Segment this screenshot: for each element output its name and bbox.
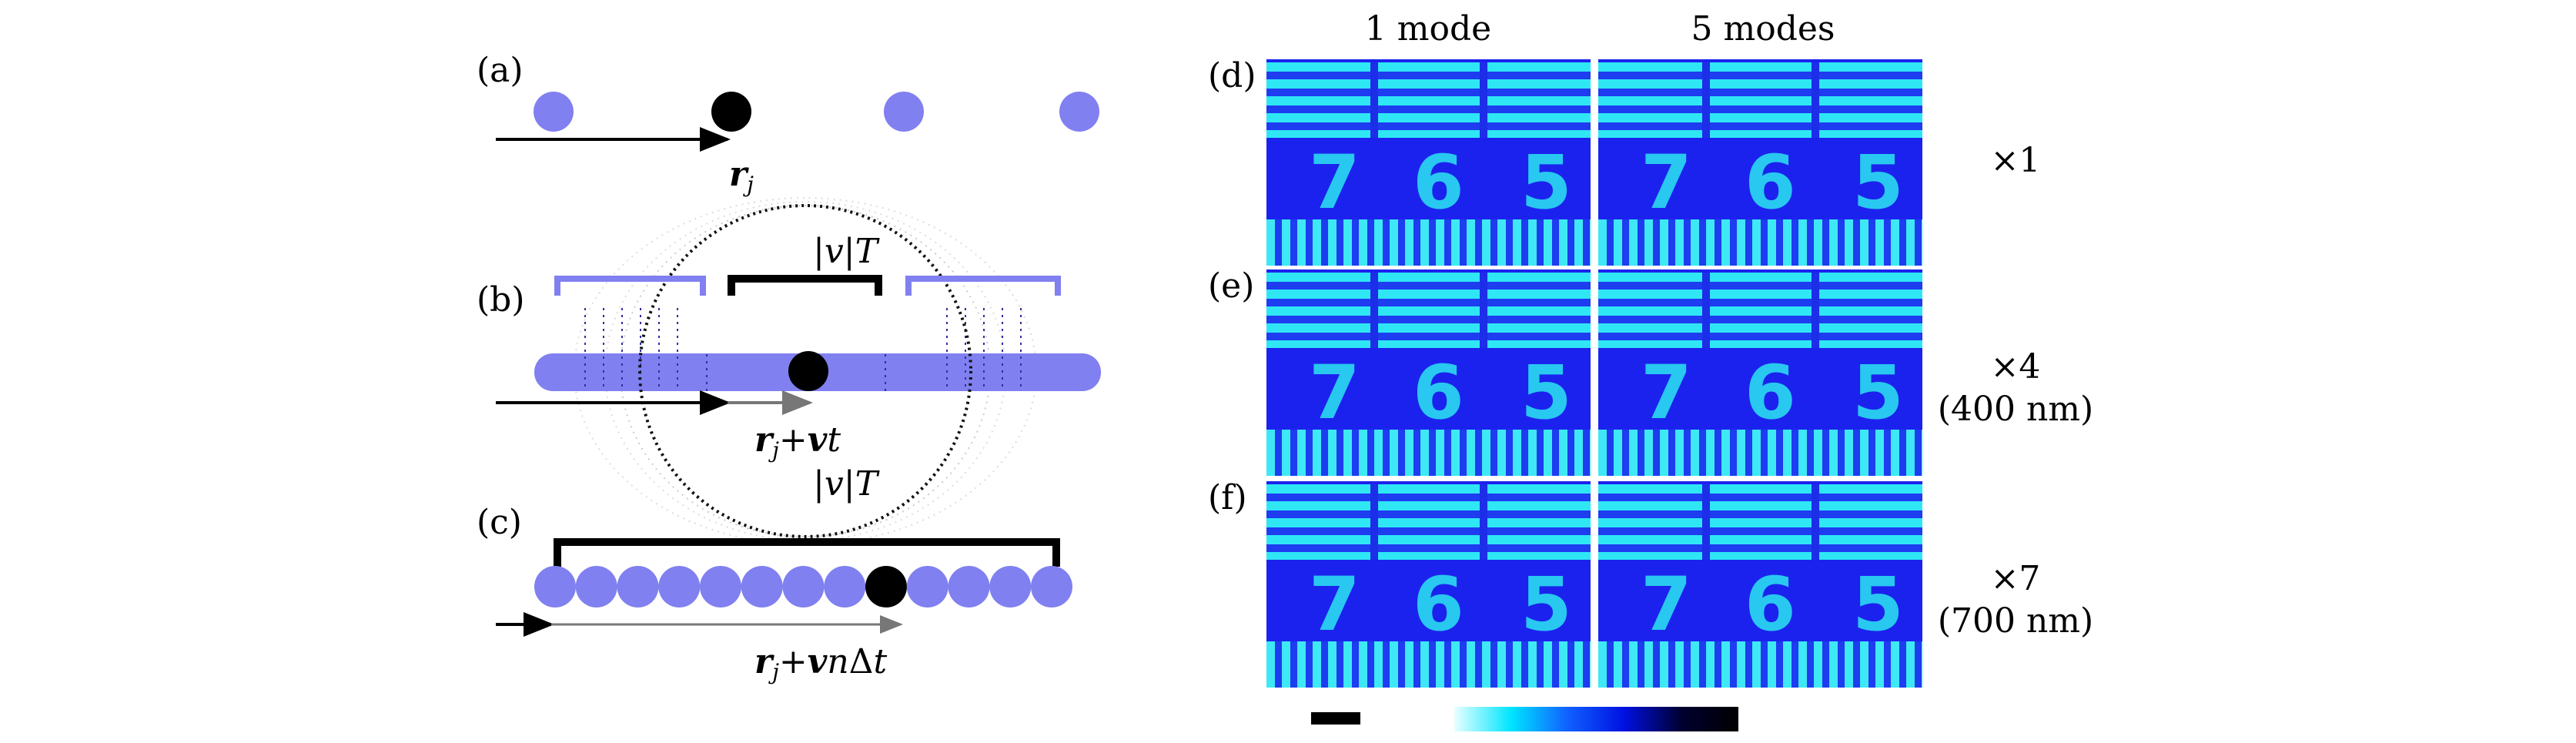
panel-label-b: (b): [477, 280, 525, 320]
target-digit: 5: [1521, 350, 1572, 436]
magnification-label: ×7: [1990, 559, 2041, 598]
magnification-label: ×4: [1990, 347, 2041, 387]
wavelength-label: (700 nm): [1937, 601, 2094, 641]
colorbar: [1454, 707, 1738, 731]
target-digit: 7: [1641, 139, 1692, 226]
atom-c: [575, 566, 617, 607]
panel-label-c: (c): [477, 503, 522, 542]
span-label-c: |v|T: [813, 464, 878, 504]
target-digit: 6: [1413, 561, 1464, 648]
panel-a-atoms: [534, 92, 1099, 132]
target-digit: 6: [1745, 350, 1796, 436]
panel-label-f: (f): [1208, 478, 1247, 517]
trajectory-dots: [584, 308, 1022, 391]
bracket-right-blue: [905, 276, 1061, 296]
target-digit: 5: [1852, 350, 1904, 436]
atom-c: [1031, 566, 1072, 607]
target-digit: 6: [1745, 139, 1796, 226]
atom-c: [700, 566, 741, 607]
bracket-left-blue: [554, 276, 706, 296]
atom-c: [948, 566, 990, 607]
target-digit: 7: [1641, 350, 1692, 436]
target-digit: 5: [1852, 561, 1904, 648]
column-header-5-modes: 5 modes: [1691, 9, 1835, 49]
position-label-c: rj+vnΔt: [754, 642, 888, 684]
target-digit: 7: [1309, 350, 1360, 436]
target-digit: 6: [1413, 139, 1464, 226]
atom-chain-diagram: [496, 92, 1101, 637]
atom-c: [658, 566, 701, 607]
position-label-b: rj+vt: [754, 420, 841, 463]
atom-c: [617, 566, 659, 607]
interaction-circle: [638, 204, 972, 538]
atom-c: [782, 566, 825, 607]
panel-label-d: (d): [1208, 56, 1256, 95]
panel-c-atoms: [534, 566, 1072, 607]
column-header-1-mode: 1 mode: [1364, 9, 1492, 49]
panel-label-e: (e): [1208, 266, 1255, 306]
target-digit: 7: [1309, 561, 1360, 648]
atom-c: [824, 566, 866, 607]
target-digit: 5: [1521, 561, 1572, 648]
span-label-b: |v|T: [813, 232, 878, 271]
magnification-label: ×1: [1990, 141, 2041, 180]
panel-label-a: (a): [477, 51, 524, 90]
target-digit: 5: [1852, 139, 1904, 226]
highlighted-atom-c: [865, 566, 907, 607]
target-digit: 6: [1413, 350, 1464, 436]
wavelength-label: (400 nm): [1937, 390, 2094, 429]
target-digit: 7: [1641, 561, 1692, 648]
bracket-period-b: [728, 275, 882, 296]
scale-bar: [1311, 712, 1360, 725]
target-digit: 7: [1309, 139, 1360, 226]
atom-c: [906, 566, 948, 607]
atom-c: [534, 566, 576, 607]
atom-c: [741, 566, 783, 607]
target-digit: 6: [1745, 561, 1796, 648]
highlighted-atom-b: [788, 351, 828, 391]
position-label-a: rj: [729, 155, 754, 197]
atom-c: [989, 566, 1032, 607]
target-digit: 5: [1521, 139, 1572, 226]
bracket-period-c: [554, 538, 1060, 567]
